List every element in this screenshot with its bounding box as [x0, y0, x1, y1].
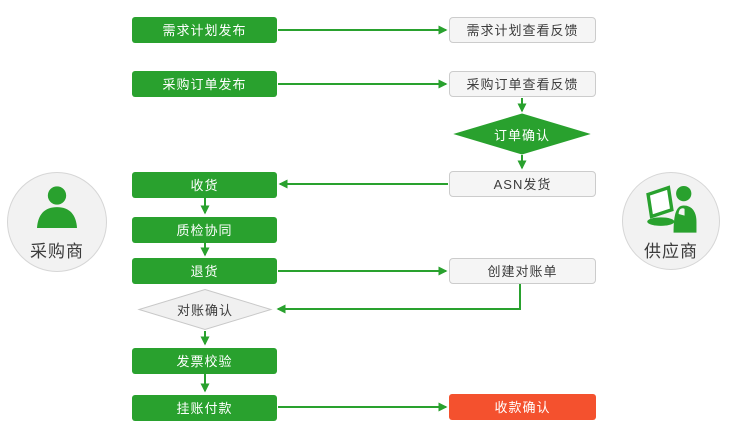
node-label: 对账确认	[176, 303, 233, 318]
supplier-label: 供应商	[644, 242, 698, 261]
diamond-order-confirm: 订单确认	[453, 113, 591, 155]
node-invoice-verify: 发票校验	[132, 348, 277, 374]
node-return-goods: 退货	[132, 258, 277, 284]
person-icon	[32, 181, 82, 235]
node-label: 订单确认	[493, 127, 550, 143]
node-label: 采购订单发布	[162, 76, 247, 92]
node-receive-goods: 收货	[132, 172, 277, 198]
node-label: 收货	[190, 177, 219, 193]
node-label: 采购订单查看反馈	[466, 76, 579, 92]
node-po-feedback: 采购订单查看反馈	[449, 71, 596, 97]
supplier-avatar: 供应商	[622, 172, 720, 270]
node-label: 发票校验	[176, 353, 233, 369]
node-payment: 挂账付款	[132, 395, 277, 421]
buyer-avatar: 采购商	[7, 172, 107, 272]
node-label: 退货	[190, 263, 219, 279]
node-demand-plan-publish: 需求计划发布	[132, 17, 277, 43]
node-po-publish: 采购订单发布	[132, 71, 277, 97]
node-receipt-confirm: 收款确认	[449, 394, 596, 420]
node-label: 需求计划发布	[162, 22, 247, 38]
node-demand-plan-feedback: 需求计划查看反馈	[449, 17, 596, 43]
node-quality-check: 质检协同	[132, 217, 277, 243]
buyer-label: 采购商	[30, 242, 84, 261]
node-label: 收款确认	[494, 399, 551, 415]
node-label: 创建对账单	[487, 263, 558, 279]
node-create-statement: 创建对账单	[449, 258, 596, 284]
node-label: 质检协同	[176, 222, 233, 238]
diamond-statement-confirm: 对账确认	[137, 288, 273, 331]
edge-create-statement-to-statement-confirm	[276, 284, 521, 314]
node-label: 挂账付款	[176, 400, 233, 416]
node-asn-ship: ASN发货	[449, 171, 596, 197]
node-label: ASN发货	[493, 176, 552, 192]
node-label: 需求计划查看反馈	[466, 22, 579, 38]
person-laptop-icon	[643, 181, 699, 235]
